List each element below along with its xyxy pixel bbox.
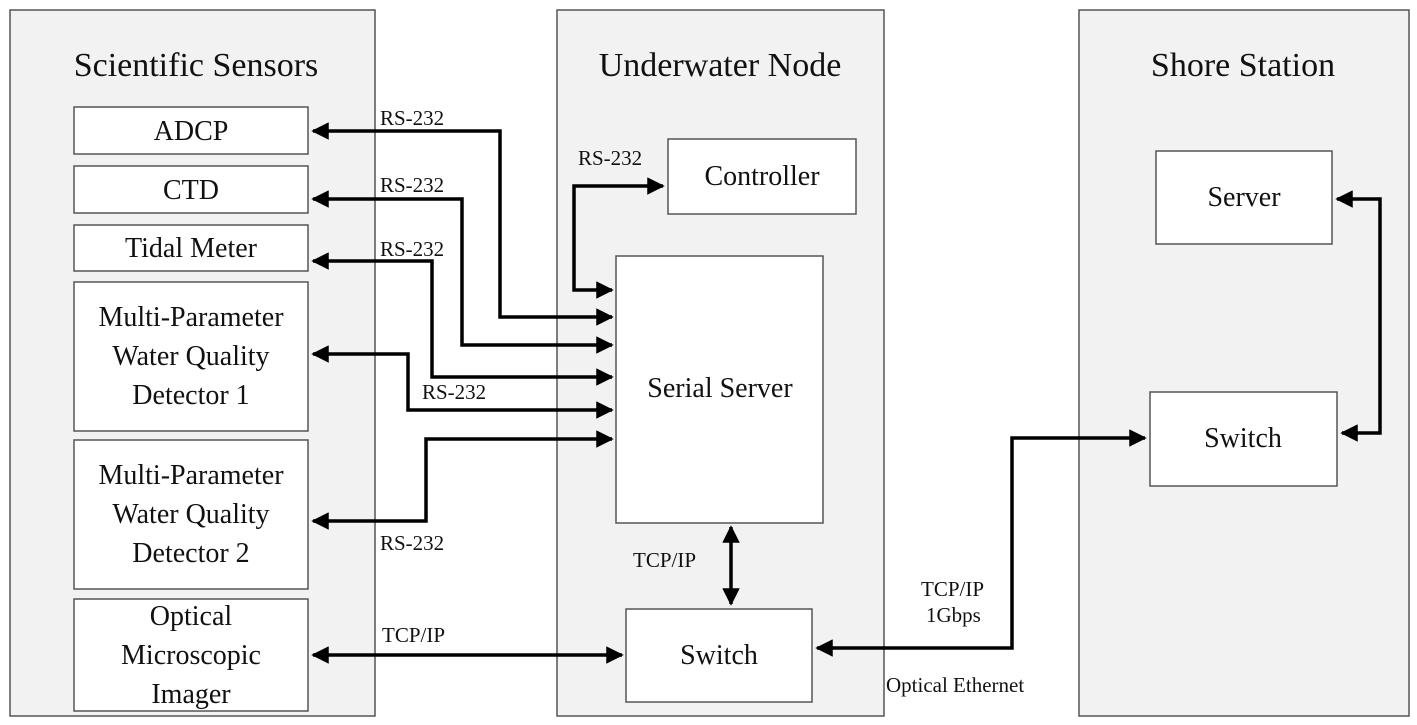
tidal-meter-label: Tidal Meter [125,233,258,264]
fiber-link-label-line-2: 1Gbps [926,603,981,627]
mpwq2-line-2: Water Quality [112,499,269,530]
tidal-link-label: RS-232 [380,237,444,261]
controller-serial-link [572,177,665,299]
ctd-label: CTD [163,175,219,206]
adcp-box: ADCP [73,106,309,155]
omi-link-label: TCP/IP [382,623,445,647]
controller-box: Controller [667,138,857,215]
mpwq2-line-1: Multi-Parameter [98,460,284,491]
node-switch-label: Switch [680,640,758,671]
shore-switch-label: Switch [1204,423,1282,454]
mpwq2-line-3: Detector 2 [132,538,249,569]
node-panel-title: Underwater Node [599,47,842,84]
mpwq2-link-label: RS-232 [380,531,444,555]
ctd-box: CTD [73,165,309,214]
omi-line-2: Microscopic [121,640,261,671]
adcp-label: ADCP [154,116,229,147]
optical-microscopic-imager-box: Optical Microscopic Imager [73,598,309,712]
ctd-link-label: RS-232 [380,173,444,197]
server-box: Server [1155,150,1333,245]
fiber-link [815,429,1147,657]
shore-switch-box: Switch [1149,391,1338,487]
shore-panel: Shore Station [1078,9,1410,717]
mpwq1-line-2: Water Quality [112,341,269,372]
mpwq2-serial-link [311,430,614,530]
mpwq1-line-3: Detector 1 [132,380,249,411]
server-label: Server [1207,182,1281,213]
mpwq1-line-1: Multi-Parameter [98,302,284,333]
omi-line-3: Imager [151,679,231,710]
controller-label: Controller [704,161,820,192]
sensors-panel-title: Scientific Sensors [74,47,319,84]
node-switch-box: Switch [625,608,813,703]
adcp-link-label: RS-232 [380,106,444,130]
server-switch-link [1335,190,1382,442]
mpwq-detector-1-box: Multi-Parameter Water Quality Detector 1 [73,281,309,432]
mpwq-detector-2-box: Multi-Parameter Water Quality Detector 2 [73,439,309,590]
omi-line-1: Optical [150,601,233,632]
fiber-link-label-line-1: TCP/IP [921,577,984,601]
node-tcpip-label: TCP/IP [633,548,696,572]
mpwq1-link-label: RS-232 [422,380,486,404]
tidal-meter-box: Tidal Meter [73,224,309,272]
shore-panel-title: Shore Station [1151,47,1335,84]
mpwq1-serial-link [311,345,614,419]
controller-link-label: RS-232 [578,146,642,170]
optical-ethernet-label: Optical Ethernet [886,673,1024,697]
serial-server-label: Serial Server [647,373,793,404]
serial-server-box: Serial Server [615,255,824,524]
